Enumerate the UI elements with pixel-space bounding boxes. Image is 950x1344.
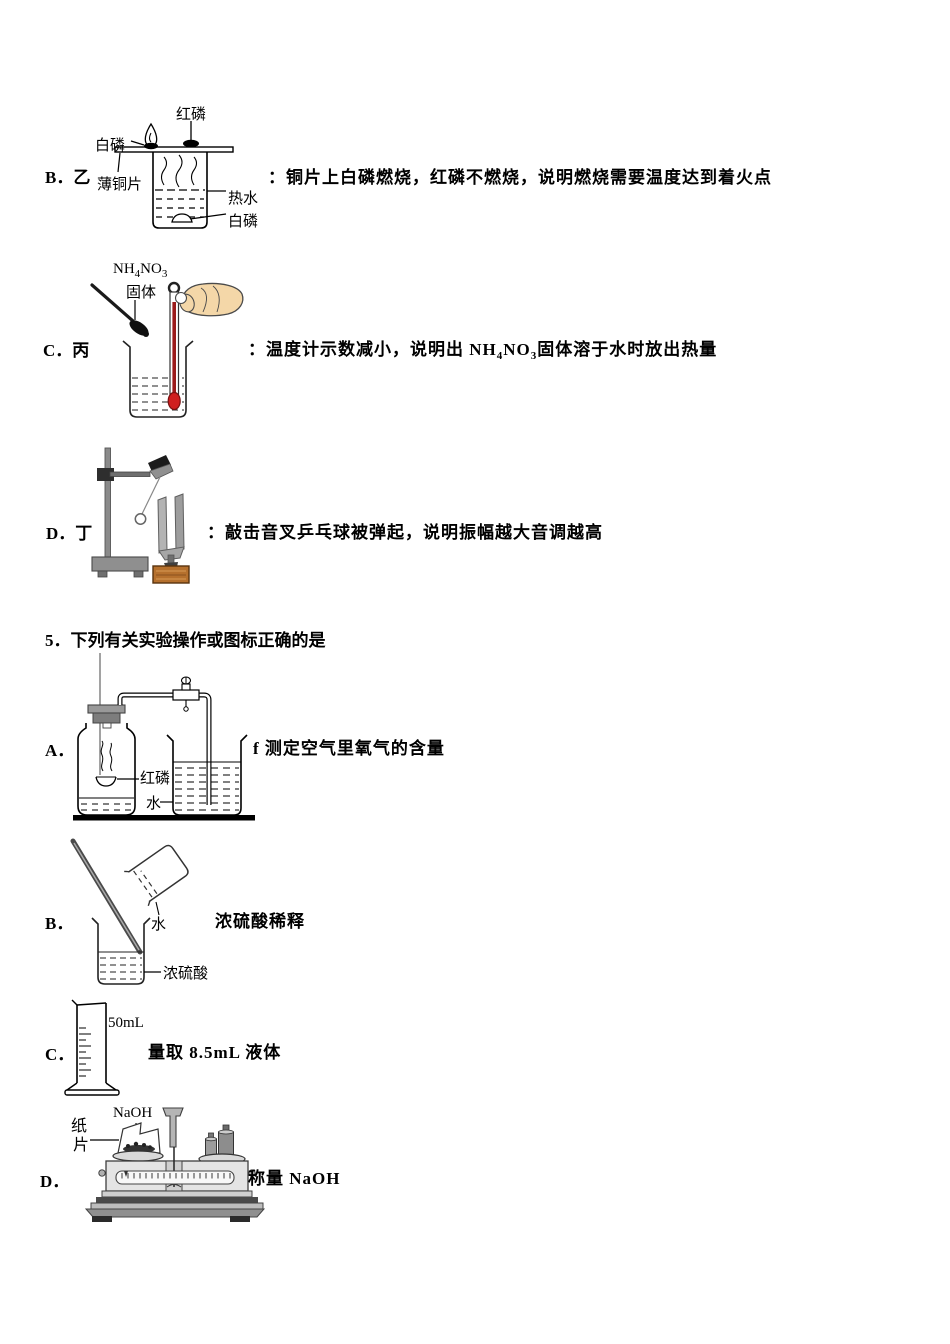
diagram-tuning-fork (91, 447, 190, 584)
ping-pong-ball (134, 513, 147, 525)
label-water-a: 水 (146, 796, 162, 812)
beaker (122, 340, 194, 418)
pillar (162, 1107, 184, 1148)
option-c-letter: C．丙 (43, 341, 90, 360)
beaker-water (173, 761, 241, 811)
stopper (87, 704, 126, 729)
copper-sheet (114, 146, 234, 153)
label-white-phosphorus: 白磷 (95, 138, 126, 154)
option-b5-description: 浓硫酸稀释 (215, 912, 305, 931)
smoke (100, 740, 113, 772)
label-red-phosphorus: 红磷 (176, 107, 207, 123)
diagram-copper-sheet-experiment (114, 121, 234, 229)
label-nh4no3-formula: NH4NO3 (113, 261, 167, 280)
label-capacity: 50mL (108, 1015, 144, 1031)
connecting-tube (117, 692, 212, 805)
formula-nh: NH (113, 261, 135, 277)
label-thin-copper-sheet: 薄铜片 (97, 177, 143, 193)
pouring-beaker (124, 844, 189, 907)
formula-no: NO (140, 261, 162, 277)
option-b-description: ：铜片上白磷燃烧，红磷不燃烧，说明燃烧需要温度达到着火点 (268, 168, 772, 187)
string (141, 476, 161, 515)
label-solid: 固体 (126, 285, 157, 301)
option-c-description: ：温度计示数减小，说明出 NH4NO3固体溶于水时放出热量 (248, 335, 717, 362)
retort-stand (91, 447, 151, 578)
label-paper-top: 纸 (71, 1118, 88, 1135)
option-d-description: ：敲击音叉乒乓球被弹起，说明振幅越大音调越高 (207, 523, 603, 542)
white-phosphorus-lump (171, 213, 193, 223)
desc-mid: NO (503, 340, 531, 359)
hot-water (155, 189, 205, 218)
formula-sub4: 4 (134, 268, 141, 280)
spoon (90, 283, 149, 337)
label-hot-water: 热水 (228, 191, 259, 207)
beaker (152, 152, 208, 229)
clamp-jaw (148, 455, 174, 480)
bottle-water (79, 797, 134, 811)
combustion-dish (95, 776, 117, 787)
copper-sheet-pointer-line (117, 152, 121, 173)
question-5-title: 5．下列有关实验操作或图标正确的是 (45, 631, 326, 650)
paper-with-naoh (117, 1122, 161, 1154)
weights (205, 1124, 234, 1158)
option-d-letter: D．丁 (46, 524, 93, 543)
water-pointer-line (155, 901, 160, 916)
option-a5-description: f 测定空气里氧气的含量 (253, 739, 445, 758)
glass-rod (70, 838, 143, 955)
tuning-fork (157, 493, 185, 568)
label-water-b: 水 (151, 917, 167, 933)
beaker (91, 917, 151, 985)
stopcock (172, 676, 200, 712)
red-phosphorus-lump (183, 139, 199, 148)
desc-prefix: ：温度计示数减小，说明出 NH (248, 340, 497, 359)
option-b-letter: B．乙 (45, 168, 91, 187)
diagram-measuring-cylinder (64, 999, 120, 1096)
option-d5-description: 称量 NaOH (248, 1169, 341, 1188)
hand (174, 282, 244, 317)
formula-sub3: 3 (161, 268, 168, 280)
option-a5-letter: A． (45, 741, 75, 760)
table-line (73, 815, 255, 821)
label-white-phosphorus-bottom: 白磷 (228, 214, 259, 230)
acid-liquid (98, 951, 144, 980)
option-b5-letter: B． (45, 914, 74, 933)
measuring-cylinder (64, 999, 120, 1096)
option-c5-letter: C． (45, 1045, 75, 1064)
white-phosphorus-pointer-line (130, 140, 145, 146)
desc-sub4: 4 (496, 350, 504, 362)
label-naoh: NaOH (113, 1105, 153, 1121)
rider-scale (115, 1170, 235, 1185)
option-d5-letter: D． (40, 1172, 70, 1191)
desc-sub3: 3 (530, 350, 538, 362)
label-paper-bottom: 片 (73, 1137, 90, 1154)
diagram-acid-dilution (70, 838, 189, 985)
diagram-balance (84, 1107, 266, 1222)
white-phosphorus-bottom-pointer-line (189, 213, 227, 220)
diagram-nh4no3-dissolving (90, 281, 244, 418)
desc-suffix: 固体溶于水时放出热量 (537, 340, 718, 359)
label-concentrated-sulfuric-acid: 浓硫酸 (163, 966, 209, 982)
wooden-block (152, 565, 190, 584)
option-c5-description: 量取 8.5mL 液体 (148, 1043, 282, 1062)
thermometer (167, 281, 181, 411)
gas-bottle (77, 723, 136, 816)
label-red-phosphorus-a: 红磷 (140, 771, 171, 787)
smoke (160, 154, 198, 188)
diagram-oxygen-measurement (73, 653, 255, 821)
balance-base (84, 1190, 266, 1222)
flame-icon (144, 122, 158, 150)
